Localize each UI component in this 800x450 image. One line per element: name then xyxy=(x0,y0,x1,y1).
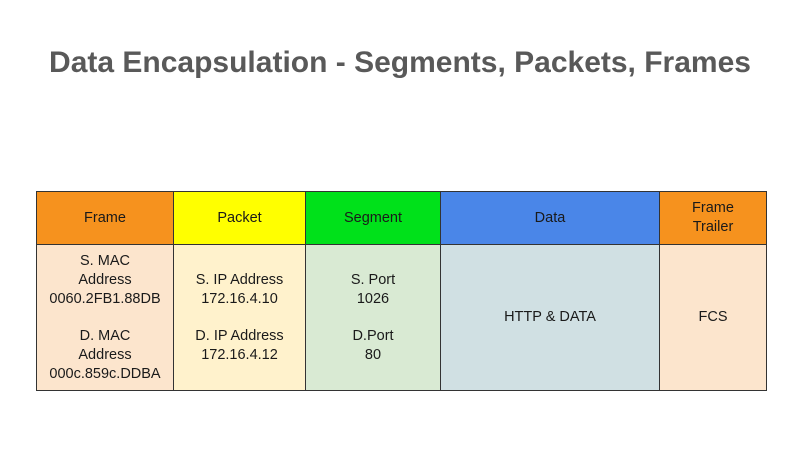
segment-src-port: 1026 xyxy=(356,290,390,307)
cell-packet: S. IP Address 172.16.4.10 D. IP Address … xyxy=(173,244,306,391)
header-data: Data xyxy=(440,191,660,245)
header-frame-trailer: Frame Trailer xyxy=(659,191,767,245)
frame-dst-label-2: Address xyxy=(78,346,132,363)
frame-src-label-1: S. MAC xyxy=(80,252,130,269)
segment-dst-label: D.Port xyxy=(352,327,394,344)
header-segment: Segment xyxy=(305,191,441,245)
encapsulation-table: Frame Packet Segment Data Frame Trailer … xyxy=(36,191,767,391)
packet-src-label: S. IP Address xyxy=(195,271,284,288)
body-row: S. MAC Address 0060.2FB1.88DB D. MAC Add… xyxy=(36,244,767,391)
frame-dst-label-1: D. MAC xyxy=(79,327,131,344)
frame-src-label-2: Address xyxy=(78,271,132,288)
slide-title: Data Encapsulation - Segments, Packets, … xyxy=(49,46,751,79)
packet-dst-label: D. IP Address xyxy=(195,327,284,344)
cell-frame-trailer: FCS xyxy=(659,244,767,391)
segment-src-label: S. Port xyxy=(350,271,396,288)
frame-dst-mac: 000c.859c.DDBA xyxy=(49,365,161,382)
header-row: Frame Packet Segment Data Frame Trailer xyxy=(36,191,767,245)
cell-frame: S. MAC Address 0060.2FB1.88DB D. MAC Add… xyxy=(36,244,174,391)
cell-segment: S. Port 1026 D.Port 80 xyxy=(305,244,441,391)
frame-src-mac: 0060.2FB1.88DB xyxy=(49,290,161,307)
segment-dst-port: 80 xyxy=(364,346,382,363)
header-trailer-line-2: Trailer xyxy=(692,219,734,235)
header-packet: Packet xyxy=(173,191,306,245)
packet-dst-ip: 172.16.4.12 xyxy=(201,346,278,363)
header-trailer-line-1: Frame xyxy=(692,200,734,216)
packet-src-ip: 172.16.4.10 xyxy=(201,290,278,307)
header-frame: Frame xyxy=(36,191,174,245)
cell-data: HTTP & DATA xyxy=(440,244,660,391)
